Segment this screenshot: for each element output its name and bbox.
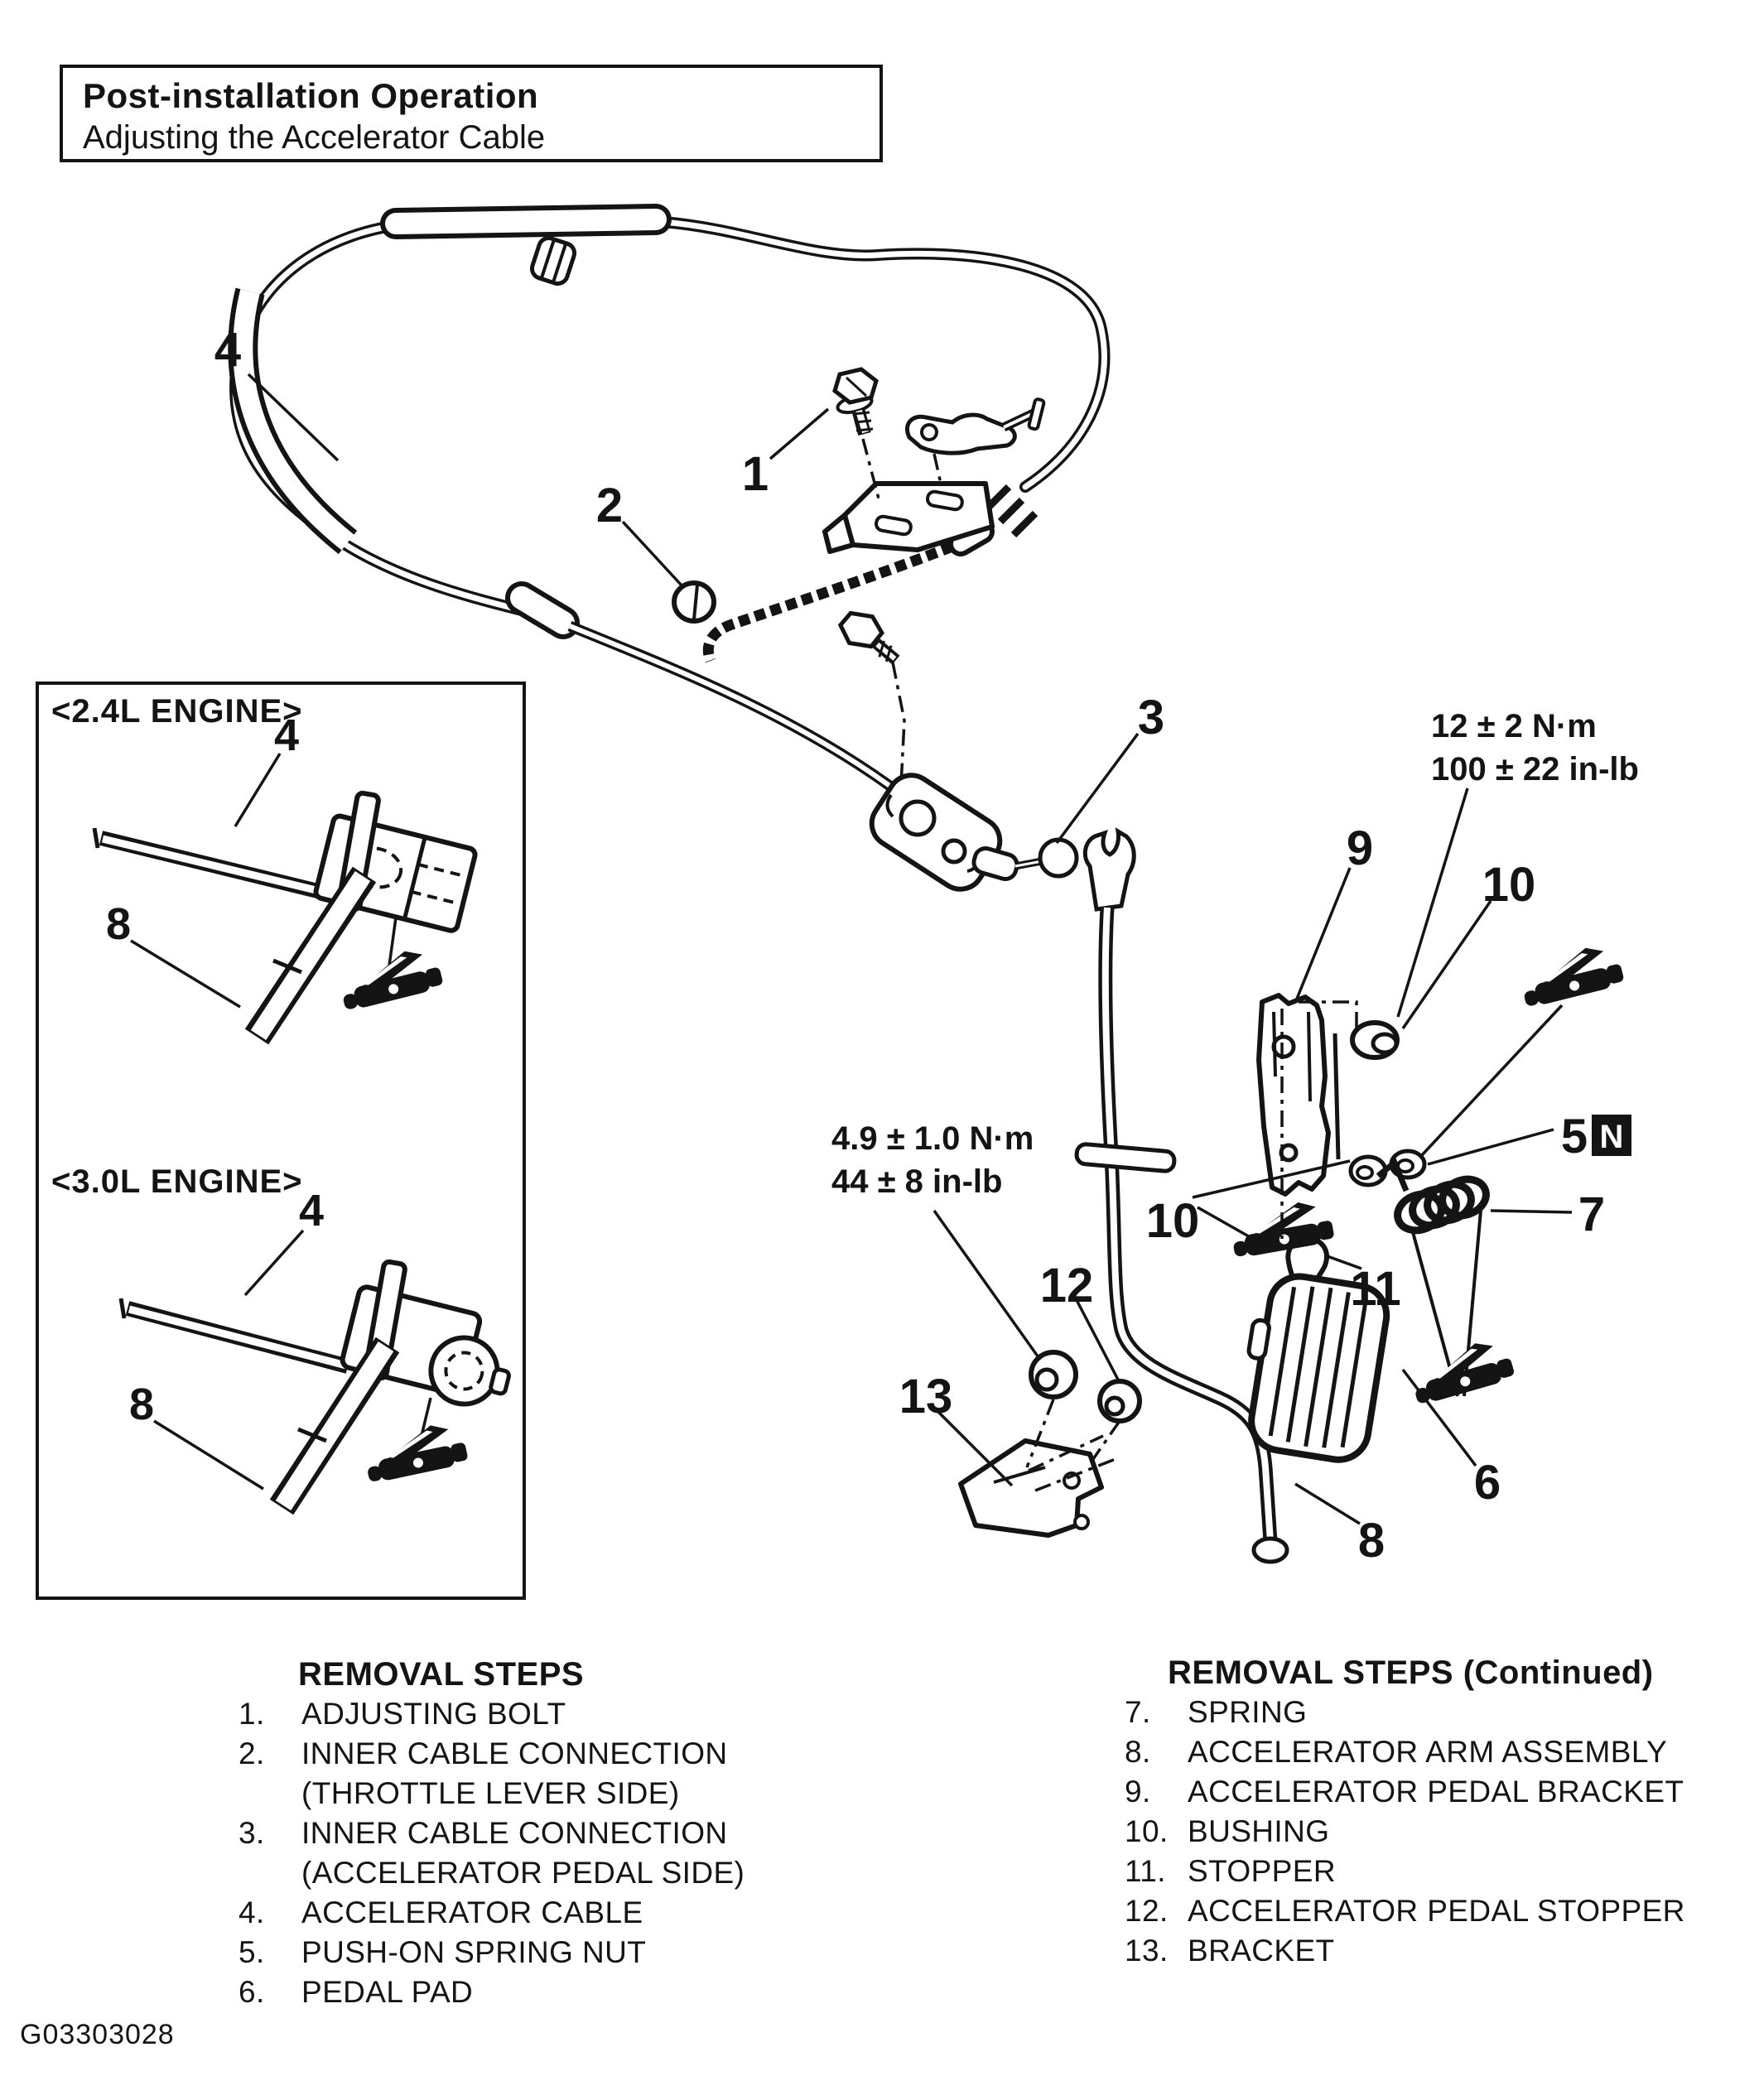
callout-6: 6 xyxy=(1474,1456,1501,1510)
throttle-cable-end-fitting xyxy=(905,397,1046,455)
torque-2-inlb: 44 ± 8 in-lb xyxy=(831,1163,1002,1200)
callout-1: 1 xyxy=(742,447,769,501)
callout-4: 4 xyxy=(214,323,241,377)
new-part-marker-letter: N xyxy=(1600,1119,1624,1155)
push-on-spring-nut-icon xyxy=(360,1418,470,1485)
bushing-nut xyxy=(1350,1020,1400,1060)
list-item: 7. SPRING xyxy=(1125,1695,1308,1729)
adjuster-bolt xyxy=(837,610,900,665)
torque-spec-1: 12 ± 2 N·m 100 ± 22 in-lb xyxy=(1431,708,1639,788)
callout-4-inset24: 4 xyxy=(274,710,299,760)
inset-24-drawing xyxy=(92,790,478,1045)
page-title: Post-installation Operation xyxy=(83,76,539,115)
accelerator-arm xyxy=(1074,827,1289,1564)
callout-3: 3 xyxy=(1138,691,1164,744)
removal-steps-continued-title: REMOVAL STEPS (Continued) xyxy=(1168,1654,1654,1691)
accelerator-cable-loop xyxy=(228,204,1111,639)
callout-4-inset30: 4 xyxy=(299,1186,324,1235)
list-item: 5. PUSH-ON SPRING NUT xyxy=(239,1935,647,1969)
callout-2: 2 xyxy=(596,479,623,532)
list-item: 9. ACCELERATOR PEDAL BRACKET xyxy=(1125,1775,1684,1809)
leader-lines xyxy=(130,373,1573,1525)
callout-9: 9 xyxy=(1347,821,1373,875)
callout-11: 11 xyxy=(1350,1262,1400,1316)
lower-cable xyxy=(567,620,908,802)
figure-code: G03303028 xyxy=(20,2019,175,2050)
list-item: 11. STOPPER xyxy=(1125,1854,1336,1888)
removal-steps-list: REMOVAL STEPS 1. ADJUSTING BOLT 2. INNER… xyxy=(239,1654,851,2012)
list-item: 1. ADJUSTING BOLT xyxy=(239,1697,566,1731)
callout-10-upper: 10 xyxy=(1482,858,1536,912)
engine-30-label: <3.0L ENGINE> xyxy=(51,1163,303,1200)
callout-10-lower: 10 xyxy=(1146,1194,1200,1248)
removal-steps-continued-list: REMOVAL STEPS (Continued) 7. SPRING 8. A… xyxy=(1125,1653,1737,1971)
engine-24-label: <2.4L ENGINE> xyxy=(51,693,303,730)
removal-steps-title: REMOVAL STEPS xyxy=(298,1656,585,1693)
list-item: 8. ACCELERATOR ARM ASSEMBLY xyxy=(1125,1735,1668,1769)
callout-8-inset30: 8 xyxy=(129,1380,154,1429)
callout-13: 13 xyxy=(899,1370,953,1423)
callout-8: 8 xyxy=(1358,1514,1385,1568)
list-item: 6. PEDAL PAD xyxy=(239,1975,474,2009)
pedal-stopper-nut-large xyxy=(1029,1350,1078,1399)
cable-clamp xyxy=(529,236,577,286)
accelerator-pedal-bracket xyxy=(1256,993,1341,1197)
arm-foot xyxy=(1251,1536,1289,1564)
list-item: 2. INNER CABLE CONNECTION(THROTTLE LEVER… xyxy=(239,1736,728,1810)
torque-spec-2: 4.9 ± 1.0 N·m 44 ± 8 in-lb xyxy=(831,1120,1034,1200)
list-item: 4. ACCELERATOR CABLE xyxy=(239,1895,643,1929)
callout-labels: 4 1 2 3 9 10 5 7 10 11 12 13 6 8 4 8 4 8 xyxy=(106,323,1605,1568)
callout-7: 7 xyxy=(1578,1187,1605,1241)
arm-clevis xyxy=(1082,827,1136,912)
torque-2-nm: 4.9 ± 1.0 N·m xyxy=(831,1120,1034,1157)
assembly-dash-lines xyxy=(861,438,1358,1492)
torque-1-inlb: 100 ± 22 in-lb xyxy=(1431,751,1639,788)
list-item: 3. INNER CABLE CONNECTION(ACCELERATOR PE… xyxy=(239,1816,745,1890)
list-item: 10. BUSHING xyxy=(1125,1814,1330,1848)
list-item: 12. ACCELERATOR PEDAL STOPPER xyxy=(1125,1894,1685,1928)
cable-adjuster xyxy=(869,773,1079,892)
lower-bracket xyxy=(958,1438,1104,1538)
inner-cable-ball-end xyxy=(1038,837,1079,879)
inner-cable-grommet xyxy=(672,580,716,624)
arm-cross-pin xyxy=(1074,1142,1177,1173)
operation-header-box: Post-installation Operation Adjusting th… xyxy=(60,65,883,162)
engine-inset-box: <2.4L ENGINE> <3.0L ENGINE> xyxy=(36,682,526,1600)
callout-12: 12 xyxy=(1040,1259,1094,1312)
inner-cable-coil xyxy=(702,541,955,663)
accelerator-pedal-stopper xyxy=(1097,1379,1142,1423)
inset-30-drawing xyxy=(118,1259,511,1515)
push-on-spring-nut-icon xyxy=(1516,941,1626,1009)
callout-5: 5 xyxy=(1561,1110,1588,1163)
list-item: 13. BRACKET xyxy=(1125,1934,1335,1968)
callout-8-inset24: 8 xyxy=(106,899,131,949)
pedal-pad xyxy=(1246,1273,1390,1463)
torque-1-nm: 12 ± 2 N·m xyxy=(1431,708,1597,744)
page-subtitle: Adjusting the Accelerator Cable xyxy=(83,119,546,156)
cable-mounting-bracket xyxy=(822,481,995,554)
new-part-marker: N xyxy=(1592,1115,1631,1156)
adjusting-bolt xyxy=(832,367,879,436)
